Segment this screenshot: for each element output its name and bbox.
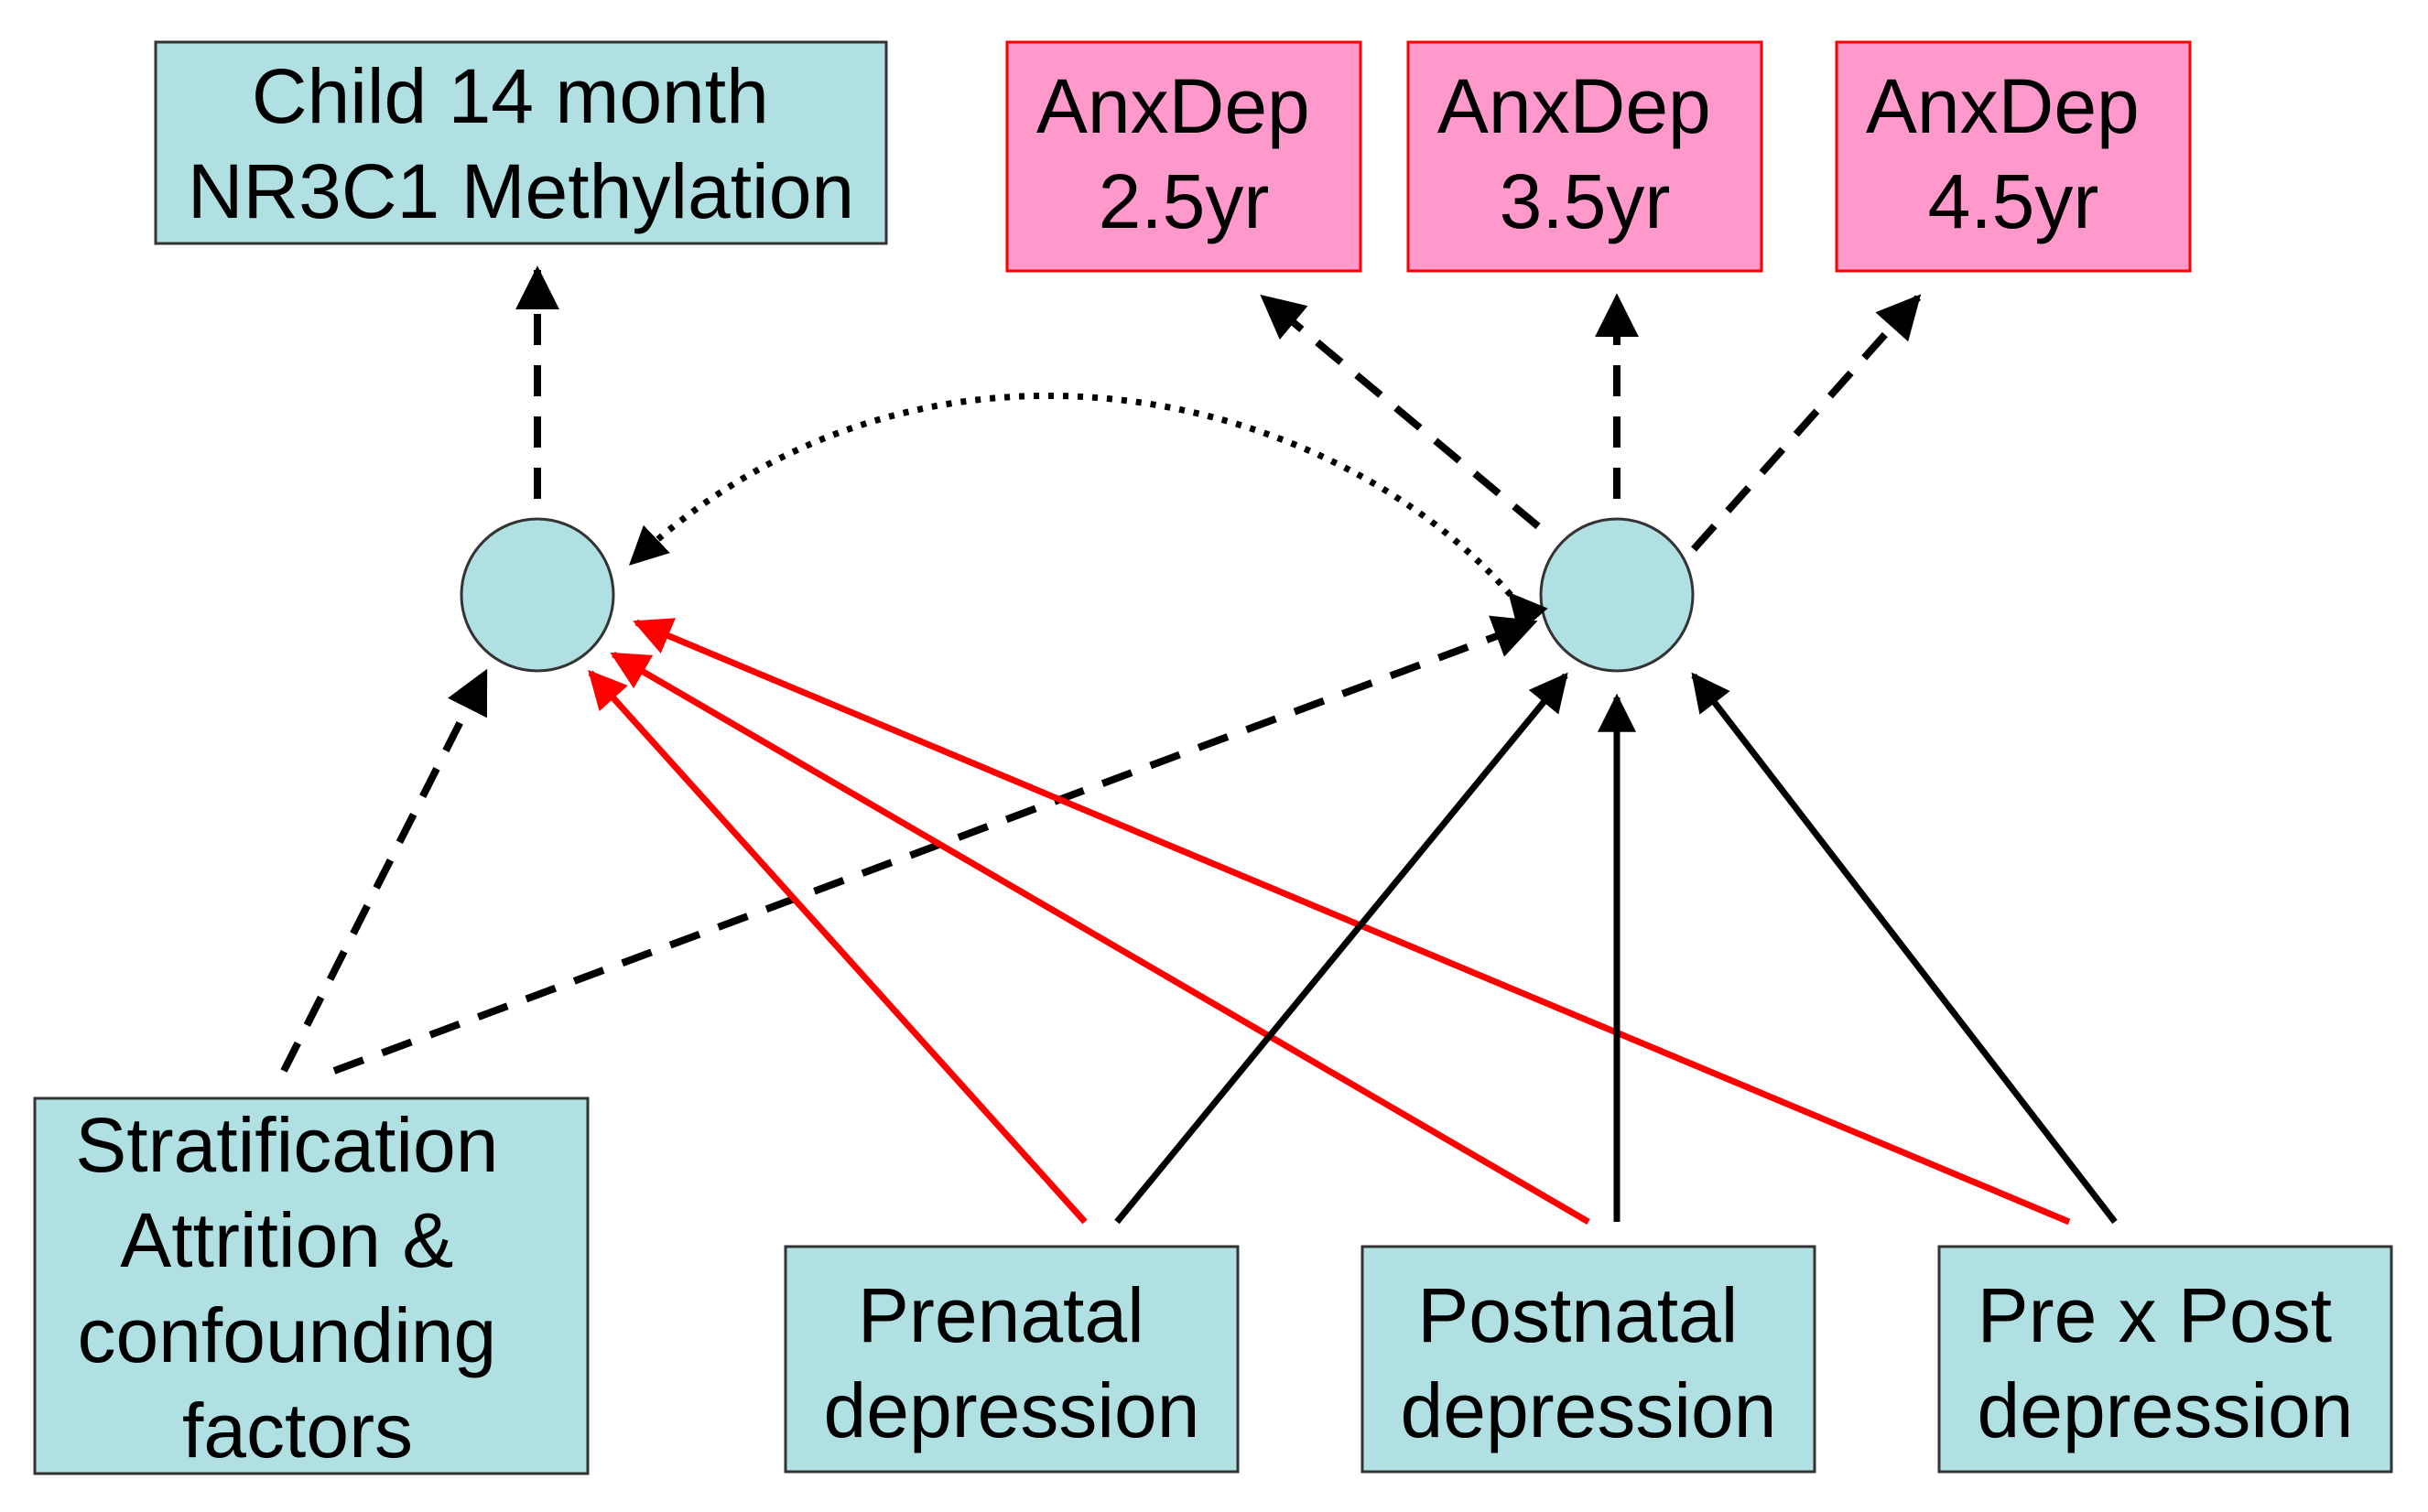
prenatal-line-2: depression [824, 1367, 1200, 1453]
arrow-interaction-to-anxdep [1691, 672, 2118, 1225]
svg-text:AnxDep 4.5yr: AnxDep 4.5yr [1866, 63, 2161, 244]
confounders-line-1: Stratification [75, 1102, 498, 1188]
interaction-line-1: Pre x Post [1978, 1272, 2332, 1358]
latent-node-anxdep [1539, 517, 1695, 673]
arrow-latent-to-anxdep-2-5yr [1260, 294, 1541, 530]
interaction-line-2: depression [1978, 1367, 2354, 1453]
interaction-box: Pre x Post depression [1937, 1245, 2393, 1474]
arrow-confounders-to-anxdep [332, 615, 1538, 1075]
postnatal-box: Postnatal depression [1360, 1245, 1816, 1474]
anxdep-4-5yr-box: AnxDep 4.5yr [1835, 40, 2192, 273]
anxdep-3-5yr-line-1: AnxDep [1437, 63, 1711, 149]
anxdep-2-5yr-line-1: AnxDep [1036, 63, 1310, 149]
covariance-curve [628, 393, 1548, 634]
svg-text:Stratification Attrition: Stratification Attrition & confounding f… [75, 1102, 520, 1474]
anxdep-2-5yr-line-2: 2.5yr [1099, 158, 1270, 244]
confounders-line-4: factors [182, 1388, 413, 1474]
methylation-line-1: Child 14 month [252, 53, 769, 139]
svg-text:Pre x Post depression: Pre x Post depression [1978, 1272, 2354, 1453]
methylation-line-2: NR3C1 Methylation [188, 148, 854, 234]
arrow-confounders-to-methylation [280, 668, 489, 1073]
postnatal-line-1: Postnatal [1417, 1272, 1738, 1358]
svg-text:AnxDep 2.5yr: AnxDep 2.5yr [1036, 63, 1331, 244]
anxdep-4-5yr-line-2: 4.5yr [1928, 158, 2099, 244]
anxdep-3-5yr-box: AnxDep 3.5yr [1406, 40, 1763, 273]
anxdep-2-5yr-box: AnxDep 2.5yr [1005, 40, 1362, 273]
svg-text:Prenatal depression: Prenatal depression [824, 1272, 1200, 1453]
prenatal-line-1: Prenatal [858, 1272, 1144, 1358]
anxdep-4-5yr-line-1: AnxDep [1866, 63, 2140, 149]
svg-text:Child 14 month NR3C1 Met: Child 14 month NR3C1 Methylation [188, 53, 854, 234]
arrow-prenatal-to-methylation [588, 669, 1088, 1225]
arrow-latent-to-anxdep-4-5yr [1691, 294, 1922, 552]
methylation-box: Child 14 month NR3C1 Methylation [154, 40, 888, 245]
prenatal-box: Prenatal depression [784, 1245, 1240, 1474]
confounders-box: Stratification Attrition & confounding f… [33, 1096, 590, 1475]
svg-text:Postnatal depression: Postnatal depression [1401, 1272, 1777, 1453]
latent-node-methylation [460, 517, 615, 673]
anxdep-3-5yr-line-2: 3.5yr [1500, 158, 1671, 244]
arrow-interaction-to-methylation [633, 618, 2071, 1226]
arrow-prenatal-to-anxdep [1114, 672, 1568, 1225]
confounders-line-2: Attrition & [120, 1197, 453, 1283]
confounders-line-3: confounding [77, 1292, 496, 1378]
svg-text:AnxDep 3.5yr: AnxDep 3.5yr [1437, 63, 1732, 244]
arrow-postnatal-to-methylation [610, 651, 1590, 1226]
postnatal-line-2: depression [1401, 1367, 1777, 1453]
